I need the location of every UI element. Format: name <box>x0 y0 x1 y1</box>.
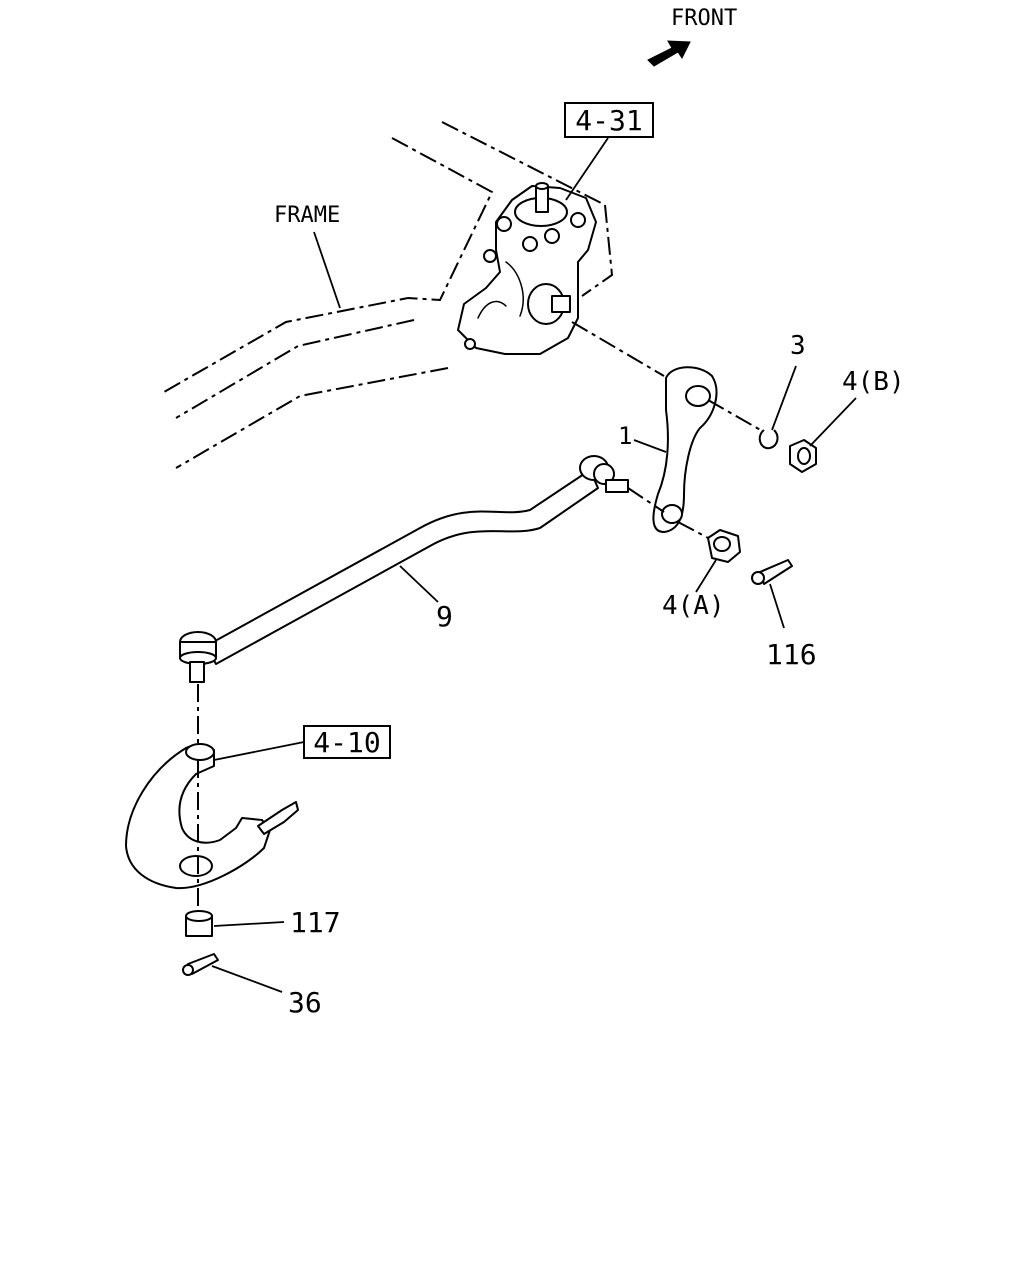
nut-4b <box>789 439 817 473</box>
callout-117: 117 <box>290 906 341 939</box>
leader-36 <box>211 965 283 993</box>
ref-box-4-31 <box>564 102 654 138</box>
castle-nut-117 <box>185 910 213 937</box>
leader-9 <box>399 565 439 603</box>
leader-1 <box>633 439 667 453</box>
gear-shaft-axis <box>571 321 665 377</box>
callout-116: 116 <box>766 638 817 671</box>
callout-4a: 4(A) <box>662 591 725 621</box>
castle-nut-4a <box>707 529 741 563</box>
steering-gear-box <box>457 182 597 355</box>
cotter-pin-116 <box>751 559 793 585</box>
pitman-shaft-axis <box>707 399 765 433</box>
callout-36: 36 <box>288 986 322 1019</box>
front-arrow-icon <box>647 40 691 67</box>
leader-frame <box>313 231 341 309</box>
frame-rails <box>163 121 614 469</box>
pitman-lower-axis <box>677 521 713 541</box>
leader-3 <box>771 365 797 431</box>
pitman-arm <box>652 366 718 533</box>
leader-116 <box>769 583 785 629</box>
leader-4b <box>809 397 857 447</box>
leader-4-10 <box>213 741 305 761</box>
callout-9: 9 <box>436 600 453 633</box>
leader-4-31 <box>565 137 609 201</box>
ref-4-31: 4-31 <box>575 104 642 137</box>
ref-4-10: 4-10 <box>313 726 380 759</box>
drag-link <box>179 455 629 683</box>
callout-4b: 4(B) <box>842 367 905 397</box>
leader-117 <box>213 921 285 927</box>
lock-washer <box>758 429 779 450</box>
knuckle-arm <box>125 743 299 890</box>
drag-link-axis-upper <box>627 487 665 513</box>
frame-label: FRAME <box>274 203 340 228</box>
callout-3: 3 <box>790 331 806 361</box>
callout-1: 1 <box>618 422 632 450</box>
leader-4a <box>695 559 717 593</box>
front-label: FRONT <box>671 6 737 31</box>
cotter-pin-36 <box>182 953 219 976</box>
